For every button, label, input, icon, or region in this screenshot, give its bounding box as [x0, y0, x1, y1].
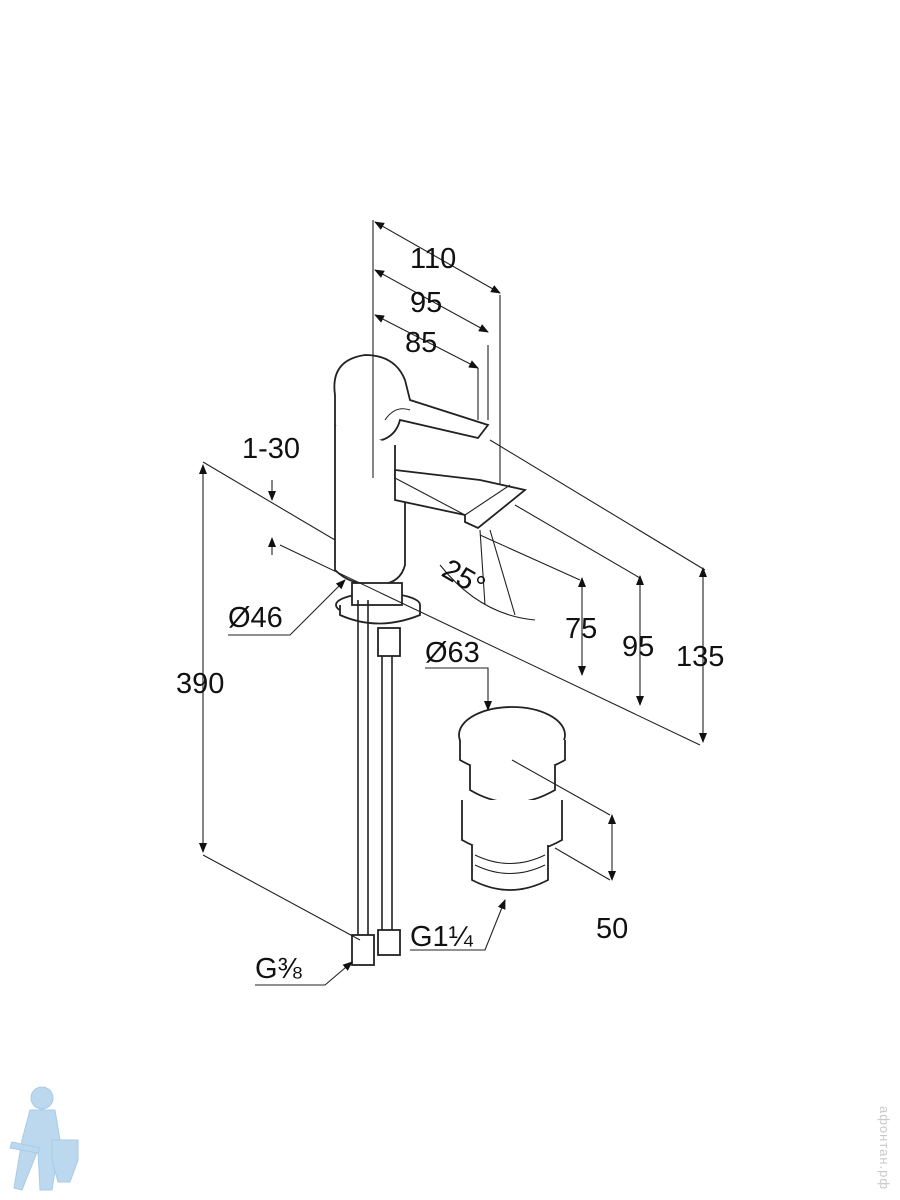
dim-95-height: 95 [622, 631, 654, 663]
plumber-logo [9, 1086, 79, 1191]
waste-valve [458, 706, 566, 891]
dim-hose-thread: G⅜ [255, 953, 303, 985]
dim-waste-diameter: Ø63 [425, 637, 480, 669]
dim-95-width: 95 [410, 287, 442, 319]
dimension-lines [199, 220, 707, 986]
dim-lever-range: 1-30 [242, 433, 300, 465]
watermark: афонтан.рф [877, 1105, 892, 1190]
faucet-base [335, 582, 421, 966]
dim-85: 85 [405, 327, 437, 359]
dim-390: 390 [176, 668, 224, 700]
dim-75: 75 [565, 613, 597, 645]
dim-waste-thread: G1¼ [410, 921, 474, 953]
dim-135: 135 [676, 641, 724, 673]
dim-base-diameter: Ø46 [228, 602, 283, 634]
dim-waste-height: 50 [596, 913, 628, 945]
dim-110: 110 [410, 243, 456, 275]
